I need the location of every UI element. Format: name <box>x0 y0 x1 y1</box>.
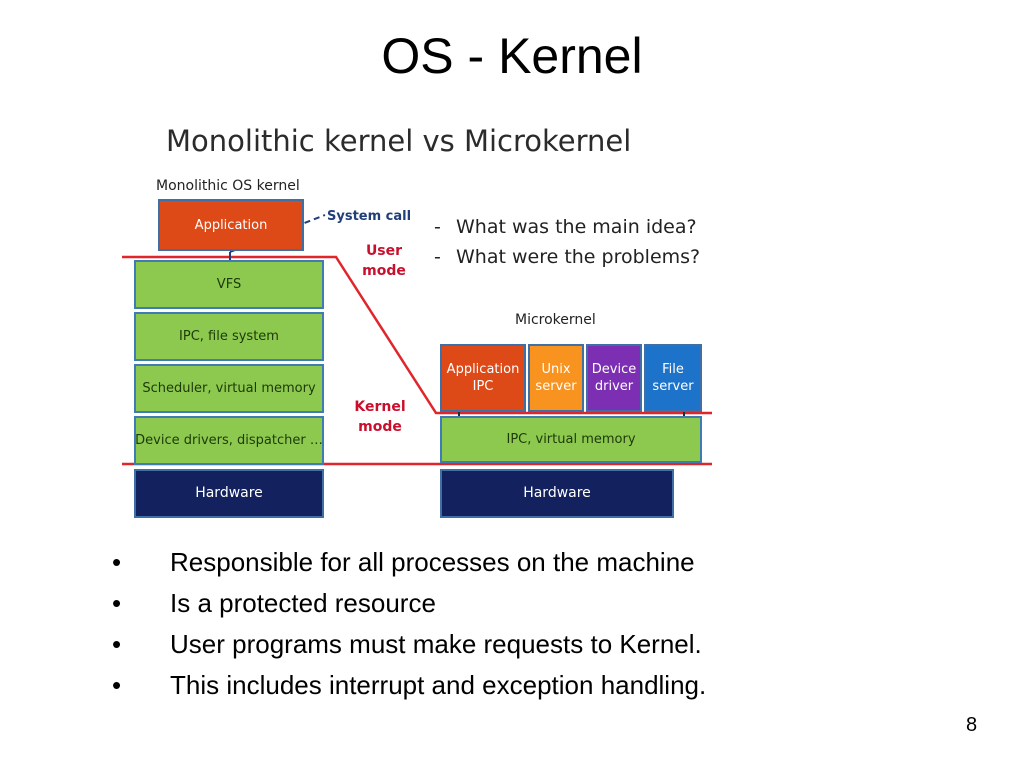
microkernel-device-driver-box: Device driver <box>586 344 642 412</box>
kernel-comparison-diagram: Monolithic kernel vs Microkernel Monolit… <box>118 112 730 526</box>
slide-title: OS - Kernel <box>381 28 643 84</box>
monolithic-hardware-box: Hardware <box>134 469 324 518</box>
microkernel-core-box: IPC, virtual memory <box>440 416 702 463</box>
monolithic-layer-scheduler: Scheduler, virtual memory <box>134 364 324 413</box>
bullet-item: •User programs must make requests to Ker… <box>112 629 702 659</box>
microkernel-hardware-box: Hardware <box>440 469 674 518</box>
microkernel-application-ipc-box: Application IPC <box>440 344 526 412</box>
monolithic-layer-device-drivers: Device drivers, dispatcher … <box>134 416 324 465</box>
system-call-label: System call <box>327 209 412 224</box>
microkernel-file-server-box: File server <box>644 344 702 412</box>
monolithic-layer-vfs: VFS <box>134 260 324 309</box>
bullet-item: •Is a protected resource <box>112 588 436 618</box>
monolithic-layer-ipc-file-system: IPC, file system <box>134 312 324 361</box>
microkernel-unix-server-box: Unix server <box>528 344 584 412</box>
monolithic-label: Monolithic OS kernel <box>156 178 300 194</box>
microkernel-label: Microkernel <box>515 312 596 328</box>
monolithic-application-box: Application <box>158 199 304 251</box>
question-list: -What was the main idea? -What were the … <box>434 212 700 272</box>
user-mode-label: User mode <box>362 243 406 279</box>
kernel-mode-label: Kernel mode <box>354 399 406 435</box>
bullet-list: •Responsible for all processes on the ma… <box>112 542 706 706</box>
bullet-item: •This includes interrupt and exception h… <box>112 670 707 700</box>
question-item: -What was the main idea? <box>434 216 697 238</box>
page-number: 8 <box>966 714 978 736</box>
question-item: -What were the problems? <box>434 246 701 268</box>
bullet-item: •Responsible for all processes on the ma… <box>112 547 695 577</box>
figure-title: Monolithic kernel vs Microkernel <box>166 124 632 158</box>
